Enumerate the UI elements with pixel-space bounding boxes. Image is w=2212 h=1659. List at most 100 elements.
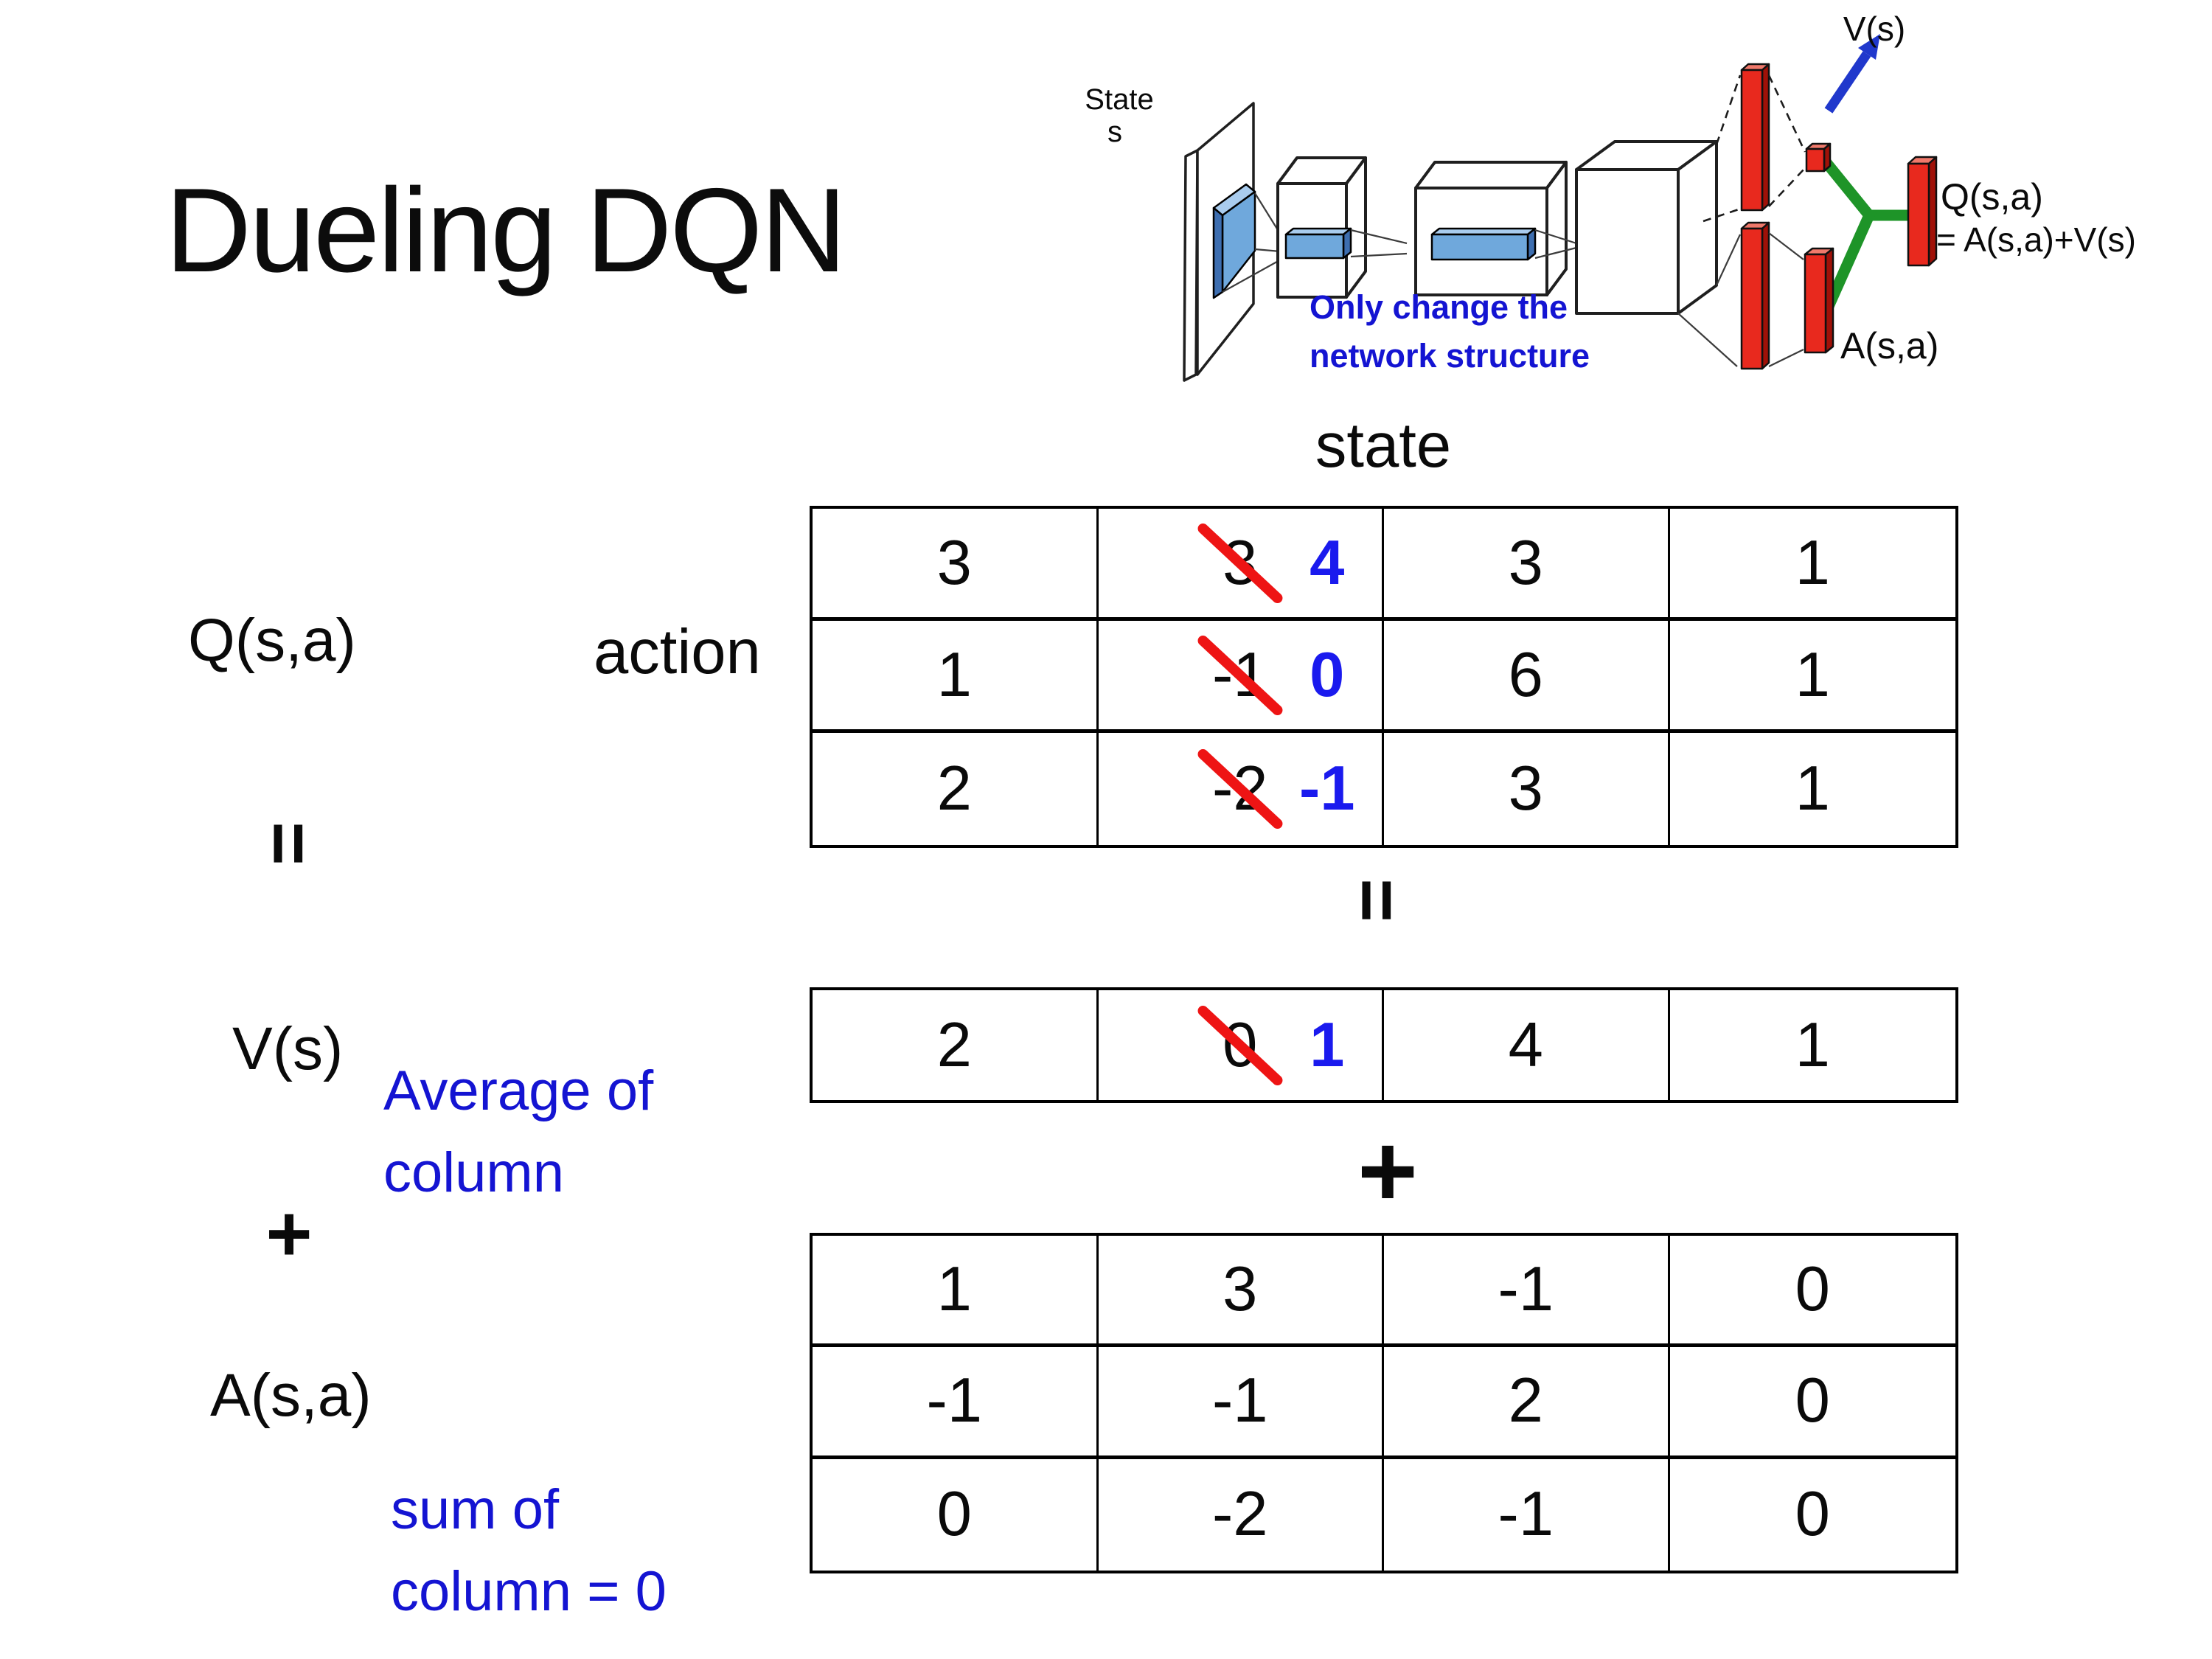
cell-value: 1 [936, 639, 972, 710]
network-diagram: State s Only change the network structur… [1085, 10, 2136, 382]
table-cell: 2 [813, 733, 1099, 845]
conv-patch [1212, 183, 1256, 299]
table-cell: -1 [1384, 1458, 1670, 1571]
v-scalar-cube [1805, 142, 1832, 173]
input-plate [1183, 102, 1255, 382]
table-cell: 3 [1384, 509, 1670, 621]
q-output-bar [1907, 156, 1938, 267]
cell-new-value: 1 [1310, 1009, 1345, 1080]
cell-new-value: 4 [1310, 527, 1345, 598]
cell-value: 2 [936, 1009, 972, 1080]
table-cell: 1 [813, 621, 1099, 733]
note-line: Average of [383, 1060, 654, 1122]
cell-value: 1 [1795, 1009, 1830, 1080]
table-cell: -10 [1098, 621, 1384, 733]
table-cell: 0 [813, 1458, 1099, 1571]
stream-connections [1677, 74, 1742, 367]
diagram-state-s-label: s [1107, 116, 1122, 148]
plus-sign-left: + [265, 1188, 313, 1278]
diagram-note-line2: network structure [1310, 337, 1590, 375]
diagram-note-line1: Only change the [1310, 288, 1568, 326]
table-cell: 0 [1670, 1459, 1956, 1571]
cell-value: 0 [1795, 1366, 1830, 1436]
table-cell: 34 [1098, 509, 1384, 621]
fan-lines-3 [1534, 229, 1577, 260]
diagram-q-label: Q(s,a) [1941, 176, 2043, 218]
cell-value: 2 [1508, 1366, 1543, 1436]
table-cell: 3 [1098, 1236, 1384, 1348]
average-of-column-note: Average of column [383, 1050, 653, 1214]
diagram-q-formula: = A(s,a)+V(s) [1936, 220, 2136, 259]
table-cell: 2 [813, 990, 1099, 1100]
cell-value: 1 [1795, 527, 1830, 598]
v-label: V(s) [232, 1015, 344, 1082]
cell-value: -1 [926, 1366, 983, 1436]
cell-new-value: 0 [1310, 639, 1345, 710]
advantage-stream-bar [1740, 221, 1770, 370]
table-cell: -2 [1099, 1458, 1384, 1571]
cell-value: -2 [1211, 1479, 1268, 1550]
cell-value: 1 [936, 1254, 972, 1325]
cell-new-value: -1 [1298, 754, 1355, 824]
cell-value: 0 [936, 1479, 972, 1550]
equals-sign-center: = [1335, 878, 1420, 922]
cell-value: 4 [1508, 1009, 1543, 1080]
v-value-table: 2 01 4 1 [810, 987, 1958, 1103]
action-header: action [594, 617, 761, 687]
sum-of-column-note: sum of column = 0 [391, 1469, 667, 1632]
cell-value: 1 [1795, 639, 1830, 710]
cell-value: -1 [1498, 1479, 1554, 1550]
feature-bar-2 [1430, 227, 1537, 261]
note-line: column = 0 [391, 1560, 667, 1623]
fc-box [1575, 140, 1718, 315]
table-cell: 4 [1384, 990, 1670, 1100]
feature-bar-1 [1284, 227, 1352, 260]
table-cell: 1 [1670, 733, 1956, 845]
table-cell: 1 [1669, 621, 1955, 733]
table-cell: 3 [1384, 733, 1670, 845]
cell-value: 2 [936, 754, 972, 824]
cell-value: 0 [1795, 1479, 1830, 1550]
conv-box-1 [1276, 156, 1367, 299]
equals-sign-left: = [247, 821, 332, 866]
table-cell: 6 [1384, 621, 1670, 733]
cell-value: 3 [936, 527, 972, 598]
table-cell: -1 [813, 1347, 1099, 1459]
cell-value: 3 [1508, 754, 1543, 824]
table-cell: -1 [1098, 1347, 1384, 1459]
plus-sign-center: + [1357, 1113, 1418, 1228]
table-cell: 1 [1670, 990, 1956, 1100]
stream-fan-lines [1767, 74, 1806, 367]
table-cell: 1 [813, 1236, 1099, 1348]
state-header: state [1315, 411, 1452, 481]
diagram-v-label: V(s) [1843, 10, 1905, 48]
cell-value: -1 [1211, 1366, 1268, 1436]
cell-value: 6 [1508, 639, 1543, 710]
table-cell: 1 [1669, 509, 1955, 621]
value-stream-bar [1740, 63, 1770, 212]
cell-value: -1 [1498, 1254, 1554, 1325]
fan-lines-2 [1350, 229, 1408, 258]
cell-value: 3 [1508, 527, 1543, 598]
table-cell: 0 [1669, 1236, 1955, 1348]
a-label: A(s,a) [210, 1362, 372, 1429]
note-line: column [383, 1141, 564, 1204]
table-cell: -1 [1384, 1236, 1670, 1348]
table-cell: -2-1 [1099, 733, 1384, 845]
table-cell: 01 [1099, 990, 1384, 1100]
cell-value: 1 [1795, 754, 1830, 824]
page-title: Dueling DQN [165, 164, 846, 297]
table-cell: 0 [1669, 1347, 1955, 1459]
note-line: sum of [391, 1478, 560, 1541]
q-label: Q(s,a) [188, 607, 356, 674]
cell-value: 3 [1222, 1254, 1258, 1325]
table-cell: 2 [1384, 1347, 1670, 1459]
a-vector-bar [1804, 247, 1834, 354]
a-value-table: 1 3 -1 0 -1 -1 2 0 0 -2 -1 0 [810, 1233, 1958, 1573]
cell-value: 0 [1795, 1254, 1830, 1325]
diagram-a-label: A(s,a) [1840, 325, 1938, 366]
diagram-state-label: State [1085, 83, 1153, 116]
table-cell: 3 [813, 509, 1099, 621]
v-arrow-icon [1824, 34, 1880, 114]
